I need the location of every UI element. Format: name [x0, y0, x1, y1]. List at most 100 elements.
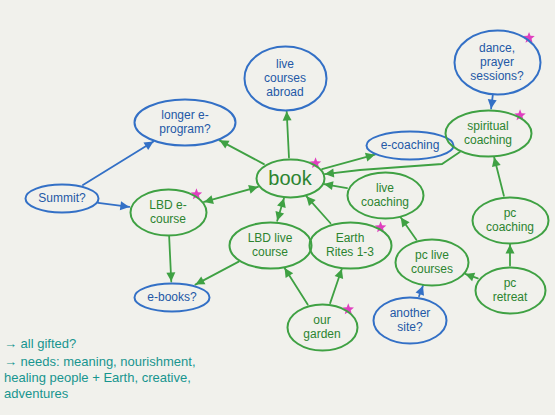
bubble-ellipse: [445, 110, 531, 156]
bubble-text: dance, prayer sessions?: [468, 41, 526, 83]
connector: [219, 140, 263, 164]
arrow-head: [277, 198, 286, 208]
bubble-text: pc coaching: [485, 206, 535, 234]
idea-bubble: live coaching: [346, 171, 425, 220]
bubble-text: live courses abroad: [258, 57, 313, 99]
connector-line: [219, 140, 263, 164]
arrow-head: [365, 153, 375, 162]
bubble-ellipse: [26, 184, 99, 212]
bubble-text: book: [268, 167, 311, 189]
connector-line: [306, 196, 330, 223]
connector-line: [401, 217, 417, 239]
bubble-text: another site?: [386, 306, 434, 334]
arrow-head: [275, 211, 284, 221]
connector: [416, 286, 424, 296]
arrow-head: [335, 269, 344, 279]
arrow-head: [324, 181, 334, 190]
idea-bubble: longer e-program?: [133, 98, 237, 147]
connector: [330, 269, 343, 303]
connector: [204, 185, 258, 204]
connector: [195, 262, 238, 285]
bubble-text: Earth Rites 1-3: [323, 231, 378, 259]
connector: [306, 196, 330, 223]
connector: [401, 217, 417, 239]
arrow-head: [325, 169, 334, 178]
connector-line: [285, 268, 308, 304]
arrow-head: [401, 217, 410, 227]
arrow-head: [465, 273, 475, 281]
arrow-head: [506, 245, 515, 254]
bubble-text: live coaching: [360, 181, 410, 209]
bubble-ellipse: [309, 222, 391, 268]
connector: [506, 245, 515, 266]
arrow-head: [306, 196, 315, 206]
bubble-ellipse: [396, 239, 469, 285]
bubble-ellipse: [135, 283, 210, 311]
bubble-text: Summit?: [38, 191, 85, 205]
arrow-head: [488, 99, 497, 108]
bubble-ellipse: [367, 131, 454, 159]
bubble-text: pc retreat: [488, 276, 533, 304]
bubble-ellipse: [130, 189, 206, 235]
bubble-text: LBD e-course: [143, 198, 193, 226]
bubble-text: our garden: [300, 313, 345, 341]
arrow-head: [416, 286, 424, 296]
arrow-head: [166, 272, 175, 281]
idea-bubble: live courses abroad: [243, 45, 328, 112]
bubble-ellipse: [287, 304, 357, 350]
connector: [285, 268, 308, 304]
idea-bubble: spiritual coaching: [444, 109, 533, 158]
bubble-ellipse: [256, 159, 324, 197]
arrow-head: [120, 201, 130, 210]
connector: [275, 198, 285, 221]
idea-bubble: dance, prayer sessions?: [453, 29, 542, 96]
bubble-ellipse: [374, 297, 447, 343]
idea-bubble: e-books?: [133, 282, 211, 313]
idea-bubble: Earth Rites 1-3: [308, 221, 393, 270]
idea-bubble: LBD live course: [228, 221, 313, 270]
connector-line: [195, 262, 238, 285]
connector: [465, 273, 478, 281]
arrow-head: [283, 111, 292, 120]
arrow-head: [204, 195, 214, 204]
bubble-ellipse: [475, 267, 545, 313]
bubble-ellipse: [135, 99, 236, 145]
idea-bubble: LBD e-course: [129, 188, 208, 237]
bubble-text: pc live courses: [408, 248, 456, 276]
bubble-ellipse: [454, 30, 540, 94]
idea-bubble: our garden: [286, 303, 359, 352]
idea-bubble: pc retreat: [474, 266, 547, 315]
arrow-head: [219, 140, 229, 148]
connector: [492, 157, 504, 196]
note-text: → needs: meaning, nourishment, healing p…: [4, 354, 229, 402]
connector: [324, 181, 347, 190]
bubble-text: e-coaching: [381, 138, 440, 152]
arrow-head: [285, 268, 294, 278]
bubble-text: longer e-program?: [150, 108, 220, 136]
idea-bubble: e-coaching: [365, 130, 455, 161]
idea-bubble: Summit?: [24, 183, 100, 214]
bubble-text: LBD live course: [243, 231, 298, 259]
connector: [488, 95, 497, 108]
arrow-head: [195, 276, 205, 284]
arrow-head: [143, 141, 153, 150]
idea-bubble: another site?: [372, 296, 448, 345]
connector: [166, 236, 175, 281]
idea-bubble: book: [255, 158, 326, 199]
note-text: → all gifted?: [4, 336, 76, 352]
connector-line: [83, 141, 154, 185]
idea-bubble: pc live courses: [394, 238, 470, 287]
connector: [283, 111, 292, 157]
connector: [98, 201, 129, 210]
bubble-text: spiritual coaching: [459, 119, 517, 147]
bubble-ellipse: [244, 46, 326, 110]
bubble-ellipse: [472, 197, 548, 243]
connector: [322, 153, 375, 169]
bubble-ellipse: [347, 172, 423, 218]
bubble-text: e-books?: [147, 290, 196, 304]
bubble-ellipse: [229, 222, 311, 268]
connector: [83, 141, 154, 185]
arrow-head: [248, 185, 258, 194]
arrow-head: [492, 157, 501, 167]
